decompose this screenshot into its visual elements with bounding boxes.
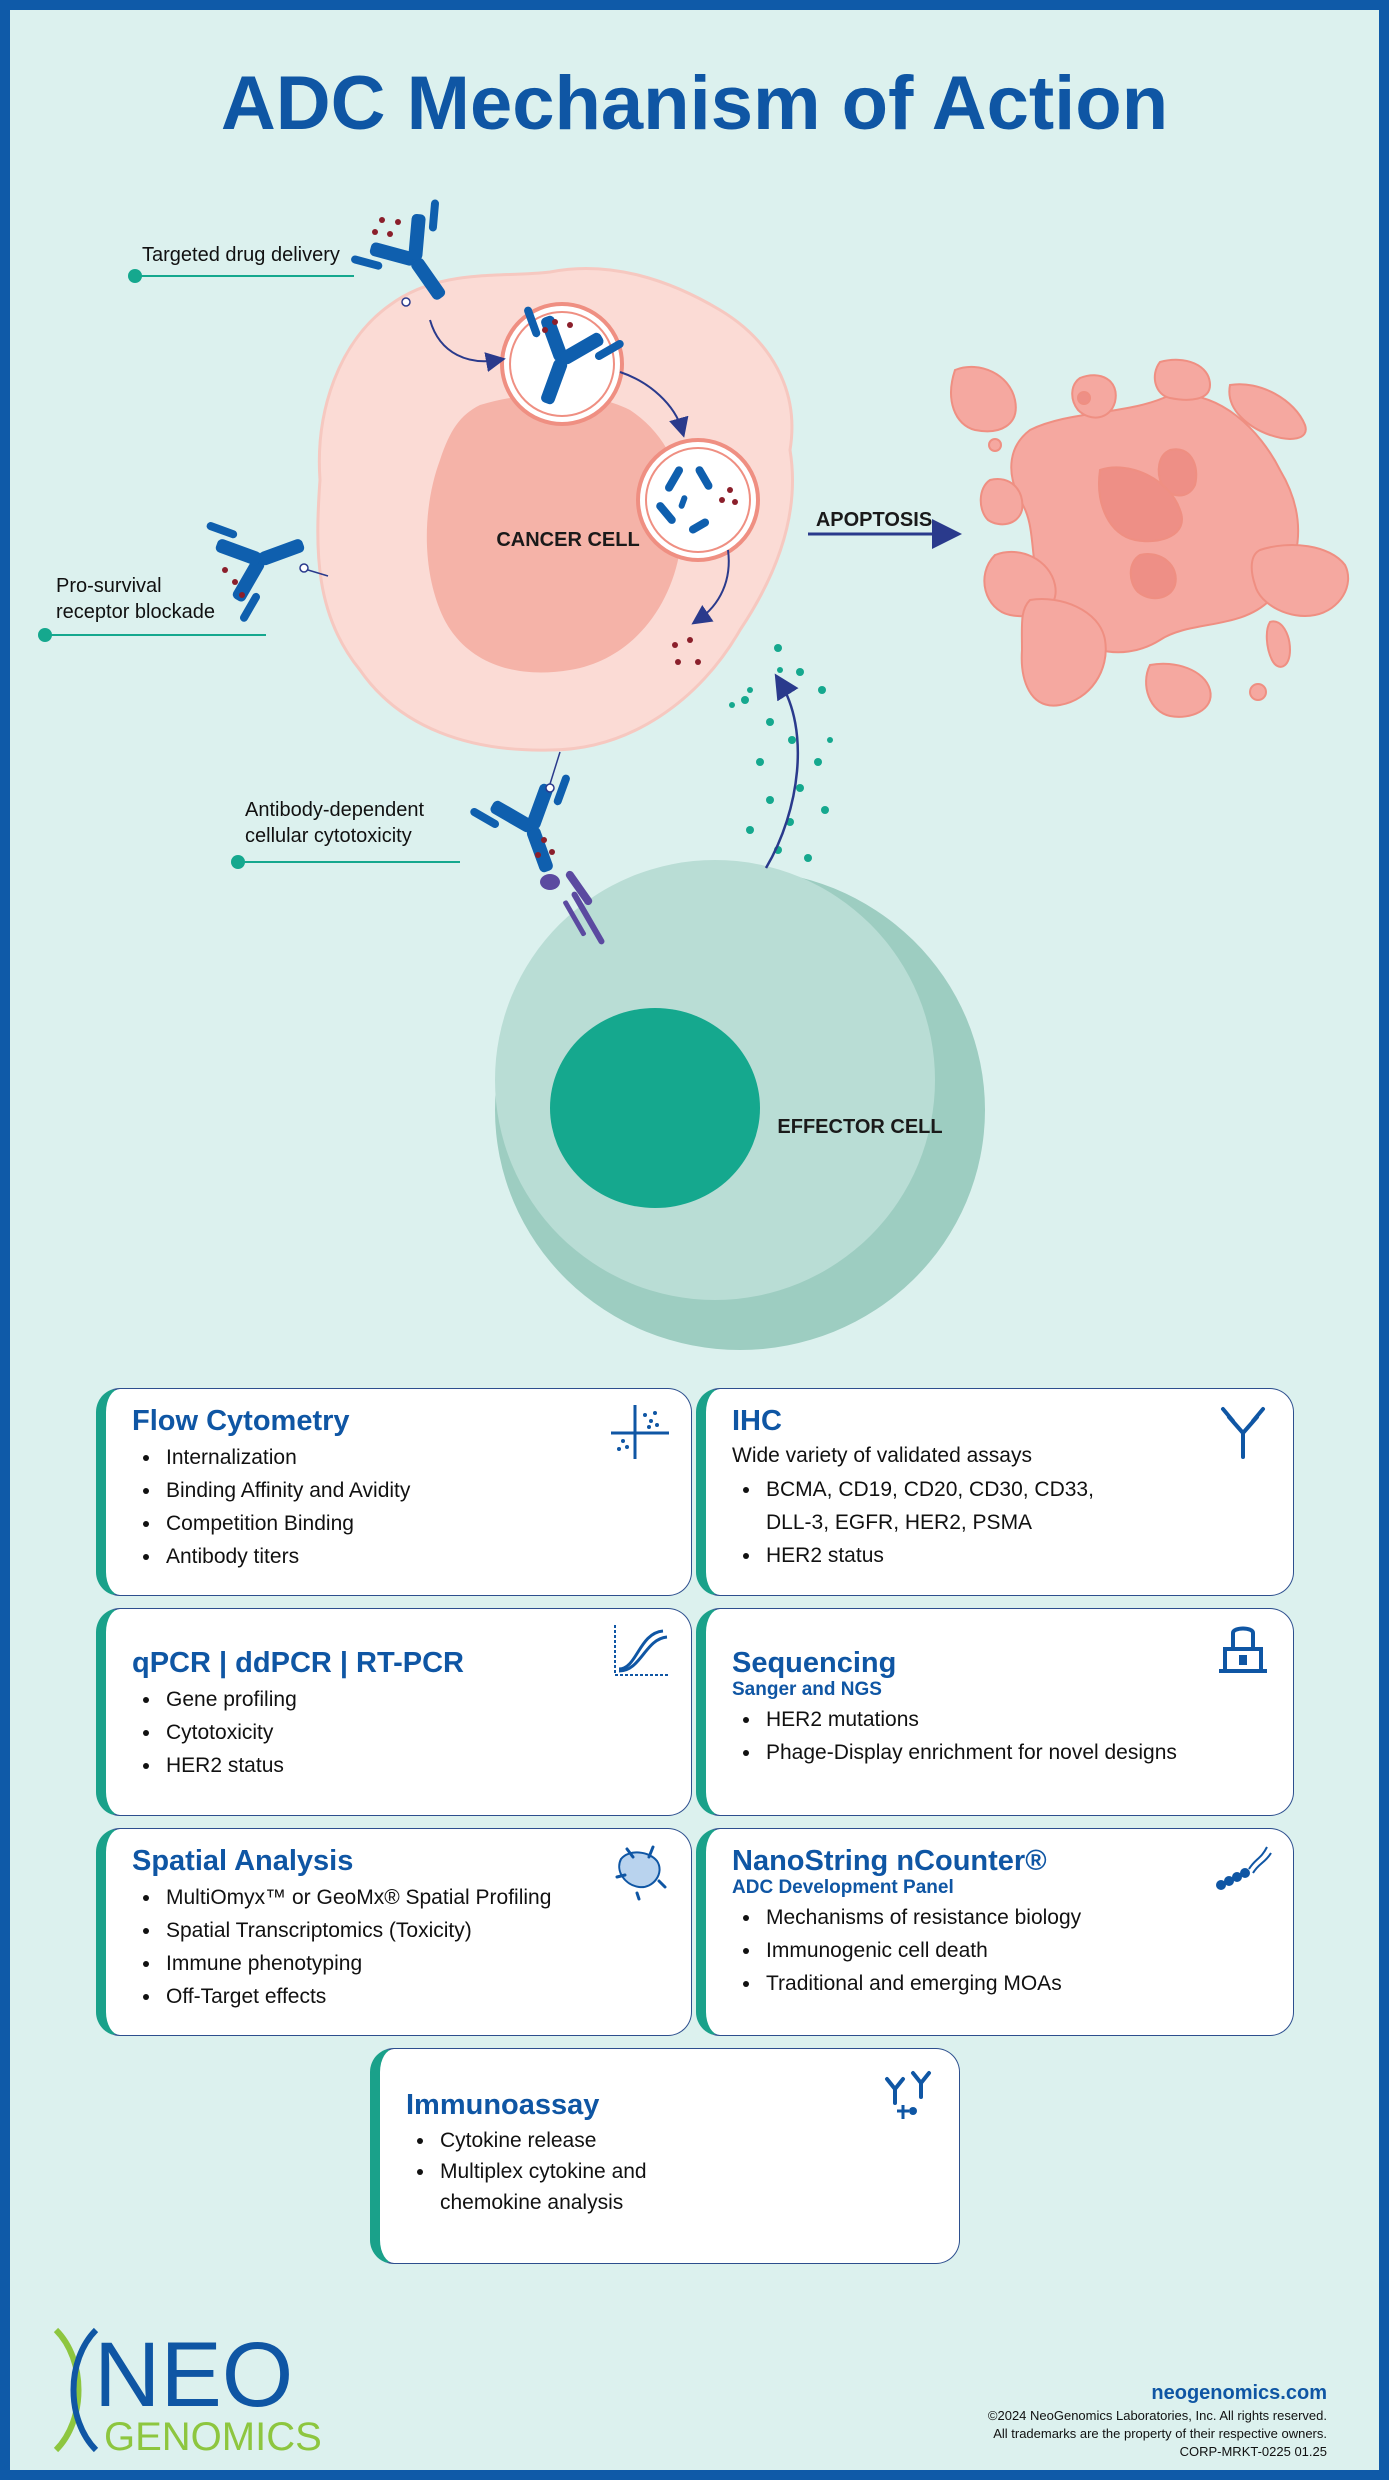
list-item: Off-Target effects: [162, 1980, 669, 2013]
list-item: Cytokine release: [436, 2125, 937, 2156]
internalization-arrow: [429, 319, 506, 372]
card-list: Internalization Binding Affinity and Avi…: [132, 1441, 669, 1573]
list-item: HER2 status: [162, 1749, 669, 1782]
card-list: MultiOmyx™ or GeoMx® Spatial Profiling S…: [132, 1881, 669, 2013]
card-title: NanoString nCounter®: [732, 1845, 1047, 1877]
apoptotic-cell-fragments: [950, 358, 1350, 718]
card-subtitle: ADC Development Panel: [732, 1877, 954, 1898]
amplification-curve-icon: [614, 1625, 669, 1676]
card-title: Flow Cytometry: [132, 1405, 350, 1437]
list-item: Antibody titers: [162, 1540, 669, 1573]
payload-release-arrow: [691, 549, 730, 625]
list-item: Immunogenic cell death: [762, 1934, 1271, 1967]
svg-text:Pro-survival: Pro-survival: [56, 575, 162, 597]
cancer-cell: [316, 266, 794, 752]
svg-text:Antibody-dependent: Antibody-dependent: [245, 799, 424, 821]
list-item: HER2 mutations: [762, 1703, 1271, 1736]
list-item: Immune phenotyping: [162, 1947, 669, 1980]
svg-text:cellular cytotoxicity: cellular cytotoxicity: [245, 825, 412, 847]
website-link[interactable]: neogenomics.com: [1151, 2382, 1327, 2404]
card-title: Immunoassay: [406, 2089, 600, 2121]
effector-cell-label: EFFECTOR CELL: [777, 1116, 942, 1138]
callout-targeted-delivery: Targeted drug delivery: [128, 244, 354, 283]
card-title: Sequencing: [732, 1647, 897, 1679]
trademark-text: All trademarks are the property of their…: [993, 2426, 1327, 2441]
svg-text:GENOMICS: GENOMICS: [104, 2415, 322, 2459]
list-item: Internalization: [162, 1441, 669, 1474]
payload-dots: [672, 637, 701, 665]
list-item: Gene profiling: [162, 1683, 669, 1716]
callout-adcc: Antibody-dependent cellular cytotoxicity: [231, 799, 460, 869]
dna-barcode-icon: [1216, 1846, 1272, 1890]
card-list: HER2 mutations Phage-Display enrichment …: [732, 1703, 1271, 1769]
list-item: Cytotoxicity: [162, 1716, 669, 1749]
callout-receptor-blockade: Pro-survival receptor blockade: [38, 575, 266, 642]
svg-text:Targeted drug delivery: Targeted drug delivery: [142, 244, 340, 266]
list-item: Traditional and emerging MOAs: [762, 1967, 1271, 2000]
endosome-vesicle: [495, 302, 627, 426]
apoptosis-label: APOPTOSIS: [816, 509, 932, 531]
antibody-icon: [1221, 1407, 1265, 1459]
granule-release-arrow: [764, 673, 800, 869]
scatter-plot-icon: [611, 1405, 669, 1459]
antibody-adcc-icon: [467, 751, 605, 945]
svg-text:NEO: NEO: [94, 2324, 293, 2426]
page-title: ADC Mechanism of Action: [220, 61, 1169, 146]
antibody-targeted-icon: [347, 195, 486, 329]
cytotoxic-granules: [729, 644, 833, 862]
list-item: Multiplex cytokine and chemokine analysi…: [436, 2156, 680, 2218]
card-list: BCMA, CD19, CD20, CD30, CD33, DLL-3, EGF…: [732, 1473, 1271, 1572]
card-nanostring: NanoString nCounter® ADC Development Pan…: [696, 1828, 1294, 2036]
neogenomics-logo: NEO GENOMICS: [53, 2324, 322, 2459]
card-list: Mechanisms of resistance biology Immunog…: [732, 1901, 1271, 2000]
antibody-assay-icon: [885, 2071, 931, 2119]
antibody-blockade-icon: [203, 493, 329, 625]
list-item: HER2 status: [762, 1539, 1271, 1572]
card-flow-cytometry: Flow Cytometry Internalization Binding A…: [96, 1388, 692, 1596]
sequencer-icon: [1219, 1626, 1267, 1673]
list-item: Competition Binding: [162, 1507, 669, 1540]
card-immunoassay: Immunoassay Cytokine release Multiplex c…: [370, 2048, 960, 2264]
trafficking-arrow: [619, 371, 689, 438]
card-ihc: IHC Wide variety of validated assays BCM…: [696, 1388, 1294, 1596]
mechanism-diagram: CANCER CELL APOPTOSI: [38, 195, 1350, 1350]
effector-cell: [495, 860, 985, 1350]
list-item: Mechanisms of resistance biology: [762, 1901, 1271, 1934]
card-title: Spatial Analysis: [132, 1845, 354, 1877]
svg-text:receptor blockade: receptor blockade: [56, 601, 215, 623]
lysosome-vesicle: [636, 438, 760, 562]
tissue-slide-icon: [615, 1845, 667, 1901]
cancer-cell-label: CANCER CELL: [496, 529, 639, 551]
document-code: CORP-MRKT-0225 01.25: [1179, 2444, 1327, 2459]
list-item: Spatial Transcriptomics (Toxicity): [162, 1914, 669, 1947]
list-item: MultiOmyx™ or GeoMx® Spatial Profiling: [162, 1881, 669, 1914]
card-spatial-analysis: Spatial Analysis MultiOmyx™ or GeoMx® Sp…: [96, 1828, 692, 2036]
card-title: IHC: [732, 1405, 782, 1437]
copyright-text: ©2024 NeoGenomics Laboratories, Inc. All…: [987, 2408, 1327, 2423]
list-item: Binding Affinity and Avidity: [162, 1474, 669, 1507]
list-item: BCMA, CD19, CD20, CD30, CD33, DLL-3, EGF…: [762, 1473, 1106, 1539]
card-lead: Wide variety of validated assays: [732, 1444, 1032, 1467]
card-list: Cytokine release Multiplex cytokine and …: [406, 2125, 937, 2218]
card-sequencing: Sequencing Sanger and NGS HER2 mutations…: [696, 1608, 1294, 1816]
list-item: Phage-Display enrichment for novel desig…: [762, 1736, 1271, 1769]
card-qpcr: qPCR | ddPCR | RT-PCR Gene profiling Cyt…: [96, 1608, 692, 1816]
card-list: Gene profiling Cytotoxicity HER2 status: [132, 1683, 669, 1782]
card-title: qPCR | ddPCR | RT-PCR: [132, 1647, 464, 1679]
card-subtitle: Sanger and NGS: [732, 1679, 882, 1700]
